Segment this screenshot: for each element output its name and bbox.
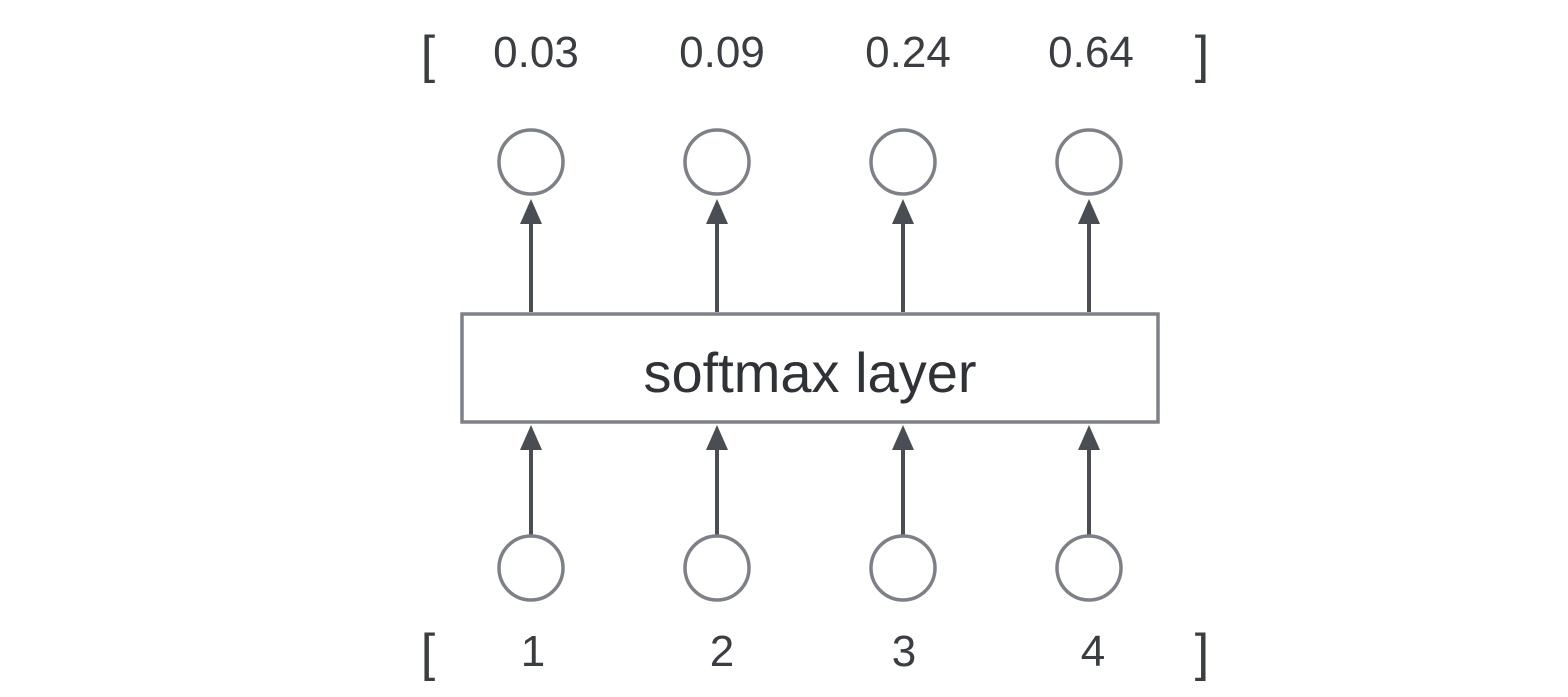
input-node-3 [869, 534, 937, 602]
input-arrow-4 [1078, 425, 1100, 536]
output-arrows [520, 199, 1100, 312]
output-value-3: 0.24 [865, 28, 951, 77]
input-close-bracket: ] [1195, 624, 1209, 682]
output-vector: [ 0.03 0.09 0.24 0.64 ] [421, 26, 1209, 84]
softmax-layer-box [460, 312, 1160, 424]
softmax-layer: softmax layer [460, 312, 1160, 424]
output-node-4 [1055, 128, 1123, 196]
input-arrow-1 [520, 425, 542, 536]
output-value-2: 0.09 [679, 28, 765, 77]
output-nodes [497, 128, 1123, 196]
input-value-4: 4 [1081, 627, 1105, 676]
output-arrow-1 [520, 199, 542, 312]
softmax-layer-label: softmax layer [644, 341, 977, 404]
input-node-2 [683, 534, 751, 602]
input-arrows [520, 425, 1100, 536]
output-close-bracket: ] [1195, 26, 1209, 84]
output-value-1: 0.03 [493, 28, 579, 77]
output-node-3 [869, 128, 937, 196]
input-open-bracket: [ [421, 624, 436, 682]
output-arrow-4 [1078, 199, 1100, 312]
output-value-4: 0.64 [1048, 28, 1134, 77]
input-value-1: 1 [521, 627, 545, 676]
input-arrow-3 [892, 425, 914, 536]
output-node-2 [683, 128, 751, 196]
input-value-3: 3 [892, 627, 916, 676]
input-node-1 [497, 534, 565, 602]
input-vector: [ 1 2 3 4 ] [421, 624, 1209, 682]
output-open-bracket: [ [421, 26, 436, 84]
input-value-2: 2 [710, 627, 734, 676]
input-arrow-2 [706, 425, 728, 536]
input-node-4 [1055, 534, 1123, 602]
output-node-1 [497, 128, 565, 196]
output-arrow-3 [892, 199, 914, 312]
input-nodes [497, 534, 1123, 602]
output-arrow-2 [706, 199, 728, 312]
